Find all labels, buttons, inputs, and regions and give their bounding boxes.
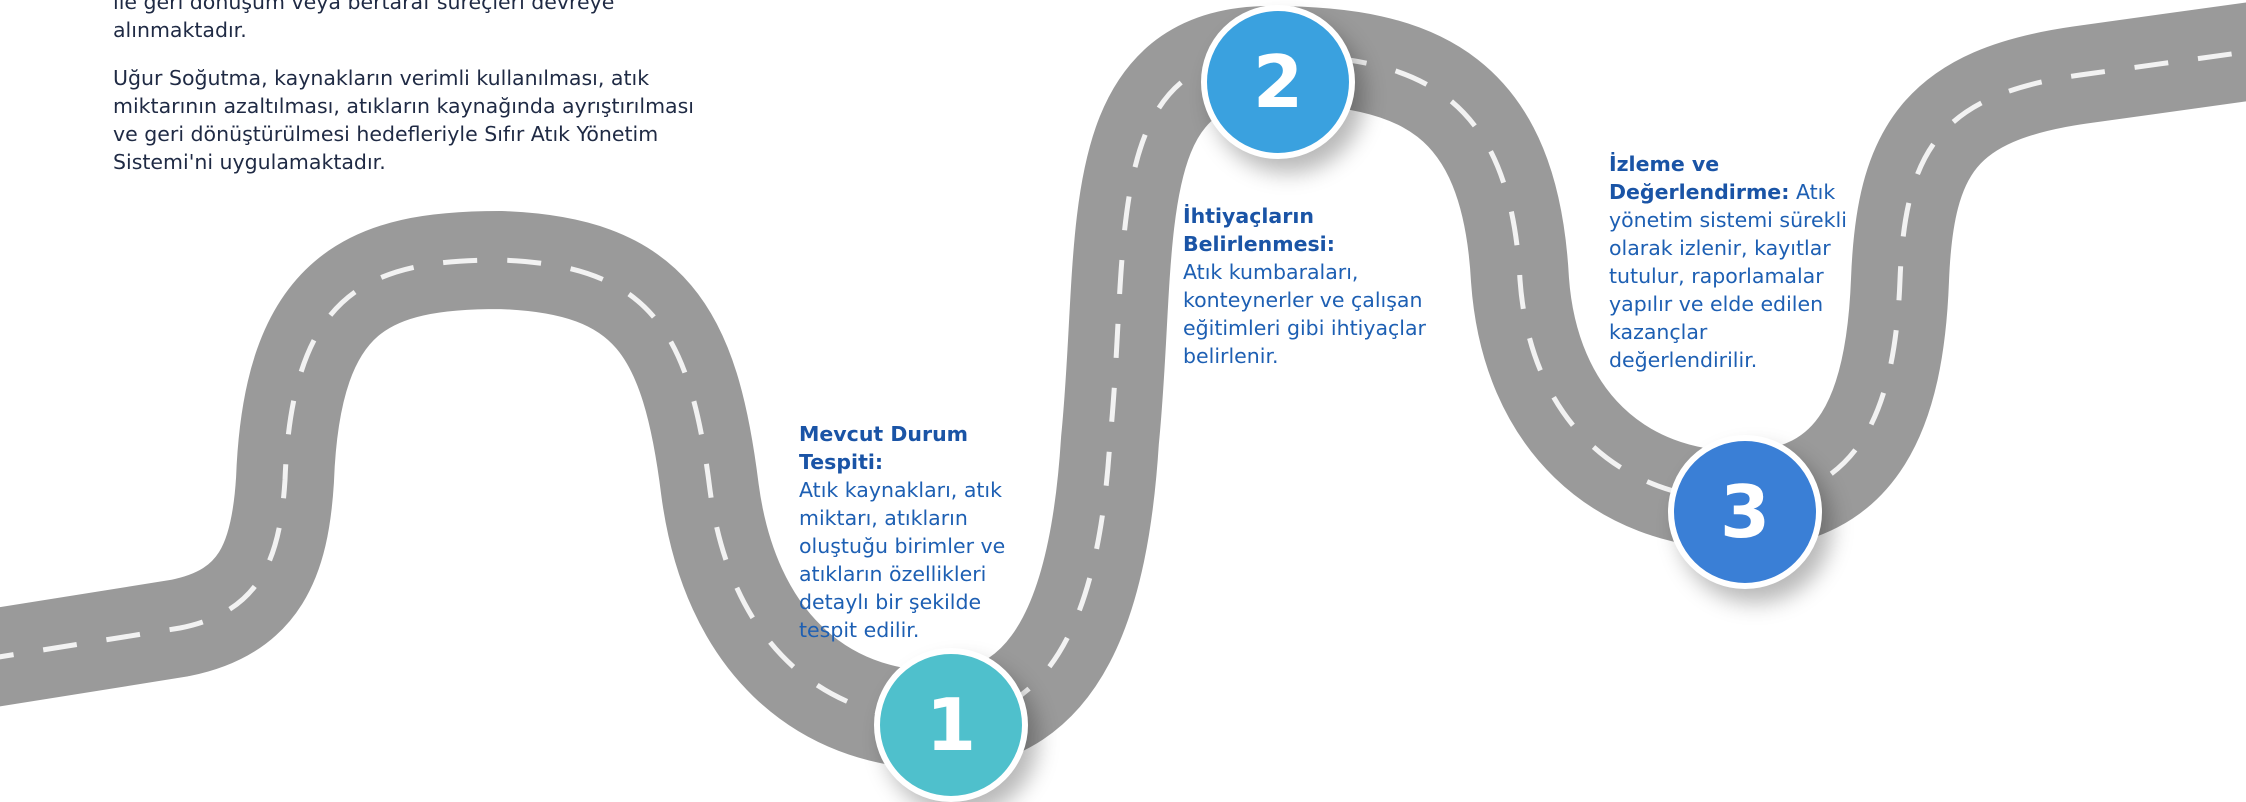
step-2-marker: 2 [1201, 5, 1355, 159]
intro-paragraph-2: Uğur Soğutma, kaynakların verimli kullan… [113, 64, 698, 176]
intro-line-1: ile geri dönüşüm veya bertaraf süreçleri… [113, 0, 615, 14]
step-3-title: İzleme ve Değerlendirme: [1609, 152, 1790, 204]
step-1-number: 1 [925, 683, 977, 767]
intro-text: Uğur Soğutma, kaynakların verimli kullan… [113, 66, 694, 174]
step-1-marker: 1 [874, 648, 1028, 802]
road-center-line [0, 49, 2246, 723]
intro-line-2: alınmaktadır. [113, 18, 247, 42]
step-2-text: İhtiyaçların Belirlenmesi: Atık kumbaral… [1183, 202, 1453, 370]
step-3-number: 3 [1719, 470, 1771, 554]
step-1-title: Mevcut Durum Tespiti: [799, 422, 969, 474]
step-3-marker: 3 [1668, 435, 1822, 589]
step-3-text: İzleme ve Değerlendirme: Atık yönetim si… [1609, 150, 1859, 374]
step-2-body: Atık kumbaraları, konteynerler ve çalışa… [1183, 260, 1426, 368]
step-1-body: Atık kaynakları, atık miktarı, atıkların… [799, 478, 1006, 642]
step-2-number: 2 [1252, 40, 1304, 124]
step-1-text: Mevcut Durum Tespiti: Atık kaynakları, a… [799, 420, 1039, 644]
road-surface [0, 2, 2246, 769]
intro-paragraph-1: ile geri dönüşüm veya bertaraf süreçleri… [113, 0, 703, 44]
step-2-title: İhtiyaçların Belirlenmesi: [1183, 204, 1335, 256]
step-3-body: Atık yönetim sistemi sürekli olarak izle… [1609, 180, 1847, 372]
